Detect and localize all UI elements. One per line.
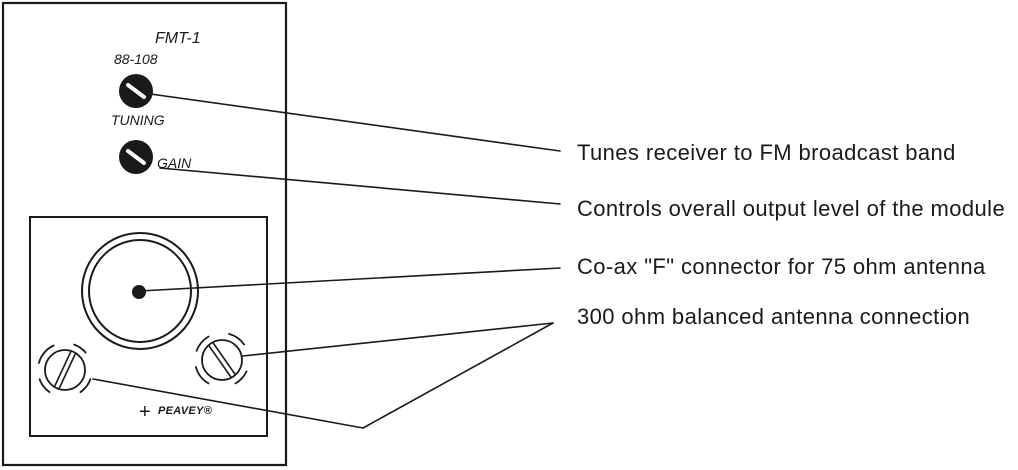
- right-terminal-leader-line: [242, 322, 554, 357]
- left-terminal-screw-head: [44, 349, 86, 391]
- tuning-leader-line: [135, 91, 561, 152]
- callout-f-connector: Co-ax "F" connector for 75 ohm antenna: [577, 254, 986, 279]
- f-connector-center-pin: [132, 285, 146, 299]
- right-terminal-arc-lower-left: [195, 366, 210, 385]
- brand-logo: PEAVEY®: [158, 405, 213, 417]
- left-terminal-slot-edge-b: [53, 350, 72, 388]
- right-terminal-arc-upper-right: [228, 333, 245, 346]
- gain-leader-line: [159, 167, 561, 205]
- right-terminal-arc-lower-right: [234, 370, 248, 385]
- callout-balanced-antenna: 300 ohm balanced antenna connection: [577, 304, 970, 329]
- f-connector-inner-ring: [88, 239, 192, 343]
- gain-knob-indicator: [126, 149, 146, 165]
- left-terminal-leader-line-lower: [92, 378, 364, 429]
- gain-label: GAIN: [157, 155, 192, 171]
- left-terminal-slot-edge-a: [58, 353, 77, 390]
- left-terminal-leader-line-upper: [362, 322, 554, 429]
- f-connector-outer-ring: [81, 232, 199, 350]
- right-terminal-slot-edge-b: [208, 345, 232, 378]
- right-terminal-arc-upper-left: [195, 335, 210, 352]
- left-terminal-arc-upper-left: [38, 344, 55, 364]
- left-terminal-arc-upper-right: [73, 343, 87, 354]
- right-terminal-slot-edge-a: [212, 342, 236, 375]
- panel-outline: [1, 1, 288, 467]
- plus-symbol: +: [139, 401, 151, 423]
- right-terminal-screw-head: [201, 339, 243, 381]
- callout-labels: Tunes receiver to FM broadcast band Cont…: [577, 140, 1005, 329]
- left-terminal-arc-lower-left: [38, 378, 51, 393]
- f-connector: [81, 232, 199, 350]
- tuning-knob-indicator: [126, 83, 146, 99]
- panel-controls: FMT-1 88-108 TUNING GAIN: [38, 30, 248, 423]
- callout-tuning: Tunes receiver to FM broadcast band: [577, 140, 956, 165]
- left-terminal-arc-lower-right: [79, 378, 92, 393]
- tuning-label: TUNING: [111, 112, 165, 128]
- right-screw-terminal: [195, 333, 248, 385]
- leader-lines: [92, 91, 561, 429]
- connector-plate: [29, 216, 268, 437]
- callout-gain: Controls overall output level of the mod…: [577, 196, 1005, 221]
- module-panel: [1, 1, 288, 467]
- tuning-range-label: 88-108: [114, 51, 158, 67]
- model-label: FMT-1: [155, 30, 201, 47]
- gain-knob: [119, 140, 153, 174]
- tuning-knob: [119, 74, 153, 108]
- left-screw-terminal: [38, 343, 92, 393]
- f-connector-leader-line: [139, 267, 561, 292]
